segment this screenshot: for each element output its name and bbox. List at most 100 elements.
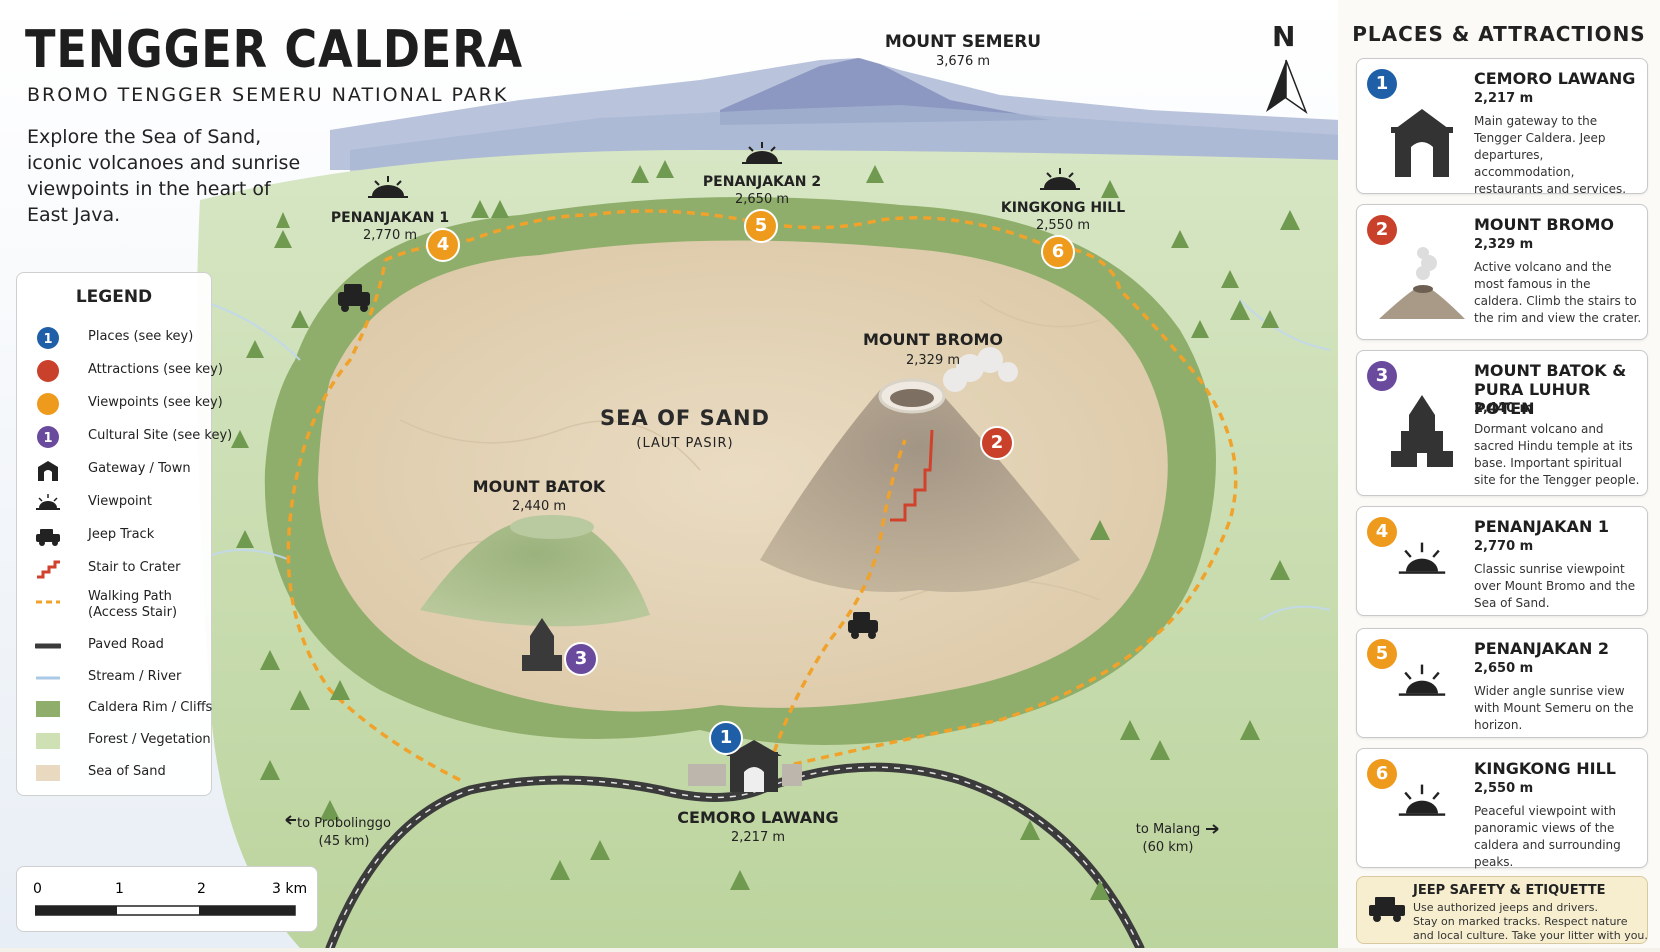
- stream-icon: [35, 667, 61, 689]
- legend-item: Gateway / Town: [35, 455, 211, 485]
- legend-item: 1 Cultural Site (see key): [35, 422, 232, 452]
- batok-label: MOUNT BATOK: [472, 477, 606, 496]
- semeru-label: MOUNT SEMERU: [884, 32, 1042, 52]
- legend-item: Jeep Track: [35, 521, 211, 551]
- volcano-icon: [1379, 247, 1465, 319]
- marker-2[interactable]: 2: [980, 426, 1014, 460]
- legend-item: Viewpoints (see key): [35, 389, 223, 419]
- marker-6[interactable]: 6: [1041, 235, 1075, 269]
- stair-icon: [35, 558, 61, 580]
- walking-path-icon: [35, 591, 61, 613]
- temple-icon: [1391, 395, 1453, 467]
- sunrise-icon: [1398, 542, 1446, 574]
- north-label: N: [1272, 20, 1296, 53]
- marker-4[interactable]: 4: [426, 228, 460, 262]
- to-probolinggo-label: to Probolinggo: [297, 816, 391, 831]
- scale-tick-3: 3 km: [272, 881, 308, 897]
- scale-bar-graphic: [35, 905, 296, 916]
- card-name: PENANJAKAN 2: [1474, 639, 1610, 658]
- place-card-cemoro-lawang[interactable]: 1 CEMORO LAWANG 2,217 m Main gateway to …: [1356, 58, 1648, 196]
- bromo-elevation: 2,329 m: [905, 353, 961, 368]
- card-number: 6: [1367, 759, 1397, 789]
- to-malang-label: to Malang: [1135, 822, 1201, 837]
- penanjakan2-label: PENANJAKAN 2: [702, 174, 822, 190]
- svg-text:1: 1: [43, 431, 52, 446]
- card-number: 1: [1367, 69, 1397, 99]
- jeep-safety-line: and local culture. Take your litter with…: [1413, 929, 1648, 942]
- jeep-icon: [1369, 897, 1405, 922]
- sand-icon: [35, 762, 61, 784]
- map-title: TENGGER CALDERA: [25, 20, 523, 80]
- scale-tick-0: 0: [33, 881, 42, 897]
- place-card-mount-batok[interactable]: 3 MOUNT BATOK & PURA LUHUR POTEN 2,440 m…: [1356, 350, 1648, 496]
- card-description: Active volcano and the most famous in th…: [1474, 260, 1642, 325]
- sea-of-sand-label: SEA OF SAND: [600, 406, 770, 430]
- card-elevation: 2,329 m: [1474, 237, 1534, 252]
- legend-title: LEGEND: [75, 287, 153, 307]
- card-description: Peaceful viewpoint with panoramic views …: [1474, 804, 1621, 869]
- marker-1[interactable]: 1: [709, 721, 743, 755]
- card-number: 5: [1367, 639, 1397, 669]
- card-elevation: 2,550 m: [1474, 781, 1534, 796]
- card-number: 4: [1367, 517, 1397, 547]
- legend-item: Walking Path (Access Stair): [35, 587, 211, 627]
- rim-icon: [35, 698, 61, 720]
- legend-item: Attractions (see key): [35, 356, 223, 386]
- place-card-penanjakan-2[interactable]: 5 PENANJAKAN 2 2,650 m Wider angle sunri…: [1356, 628, 1648, 738]
- place-card-penanjakan-1[interactable]: 4 PENANJAKAN 1 2,770 m Classic sunrise v…: [1356, 506, 1648, 616]
- gateway-icon: [35, 459, 61, 481]
- legend-item: Caldera Rim / Cliffs: [35, 694, 212, 724]
- card-description: Classic sunrise viewpoint over Mount Bro…: [1474, 562, 1636, 610]
- sunrise-icon: [1398, 664, 1446, 696]
- legend-panel: LEGEND 1 Places (see key) Attractions (s…: [16, 272, 232, 796]
- places-sidebar: PLACES & ATTRACTIONS 1 CEMORO LAWANG 2,2…: [1338, 0, 1660, 948]
- cultural-marker-icon: 1: [35, 426, 61, 448]
- legend-item: Forest / Vegetation: [35, 726, 211, 756]
- scale-tick-2: 2: [197, 881, 206, 897]
- marker-5[interactable]: 5: [744, 209, 778, 243]
- viewpoint-marker-icon: [35, 393, 61, 415]
- legend-item: Stream / River: [35, 663, 211, 693]
- card-elevation: 2,650 m: [1474, 661, 1534, 676]
- penanjakan1-label: PENANJAKAN 1: [330, 210, 450, 226]
- card-name: MOUNT BATOK & PURA LUHUR POTEN: [1474, 361, 1627, 418]
- map-subtitle: BROMO TENGGER SEMERU NATIONAL PARK: [27, 84, 509, 106]
- card-elevation: 2,217 m: [1474, 91, 1534, 106]
- viewpoint-icon: [35, 492, 61, 514]
- place-card-kingkong-hill[interactable]: 6 KINGKONG HILL 2,550 m Peaceful viewpoi…: [1356, 748, 1648, 869]
- place-card-mount-bromo[interactable]: 2 MOUNT BROMO 2,329 m Active volcano and…: [1356, 204, 1648, 340]
- card-description: Dormant volcano and sacred Hindu temple …: [1474, 422, 1640, 487]
- scale-bar: 0 1 2 3 km: [16, 866, 318, 932]
- jeep-safety-line: Use authorized jeeps and drivers.: [1413, 901, 1598, 914]
- marker-3[interactable]: 3: [564, 642, 598, 676]
- jeep-safety-box: JEEP SAFETY & ETIQUETTE Use authorized j…: [1356, 876, 1648, 944]
- svg-text:1: 1: [43, 332, 52, 347]
- kingkong-label: KINGKONG HILL: [1000, 200, 1126, 216]
- card-number: 2: [1367, 215, 1397, 245]
- sunrise-icon: [1398, 784, 1446, 816]
- jeep-safety-title: JEEP SAFETY & ETIQUETTE: [1413, 883, 1606, 898]
- card-description: Main gateway to the Tengger Caldera. Jee…: [1474, 114, 1627, 196]
- place-marker-icon: 1: [35, 327, 61, 349]
- legend-item: 1 Places (see key): [35, 323, 211, 353]
- semeru-elevation: 3,676 m: [935, 54, 991, 69]
- card-elevation: 2,440 m: [1474, 401, 1534, 416]
- legend-item: Viewpoint: [35, 488, 211, 518]
- kingkong-elevation: 2,550 m: [1035, 218, 1091, 233]
- card-number: 3: [1367, 361, 1397, 391]
- map-description: Explore the Sea of Sand, iconic volcanoe…: [27, 126, 301, 226]
- caldera-map[interactable]: TENGGER CALDERA BROMO TENGGER SEMERU NAT…: [0, 0, 1341, 952]
- batok-elevation: 2,440 m: [511, 499, 567, 514]
- bromo-label: MOUNT BROMO: [862, 330, 1004, 349]
- attraction-marker-icon: [35, 360, 61, 382]
- scale-tick-1: 1: [115, 881, 124, 897]
- card-elevation: 2,770 m: [1474, 539, 1534, 554]
- forest-icon: [35, 730, 61, 752]
- card-name: CEMORO LAWANG: [1474, 69, 1636, 88]
- card-name: PENANJAKAN 1: [1474, 517, 1610, 536]
- jeep-safety-line: Stay on marked tracks. Respect nature: [1413, 915, 1628, 928]
- penanjakan2-elevation: 2,650 m: [734, 192, 790, 207]
- legend-item: Sea of Sand: [35, 758, 211, 788]
- gateway-icon: [1391, 109, 1453, 177]
- legend-item: Stair to Crater: [35, 554, 211, 584]
